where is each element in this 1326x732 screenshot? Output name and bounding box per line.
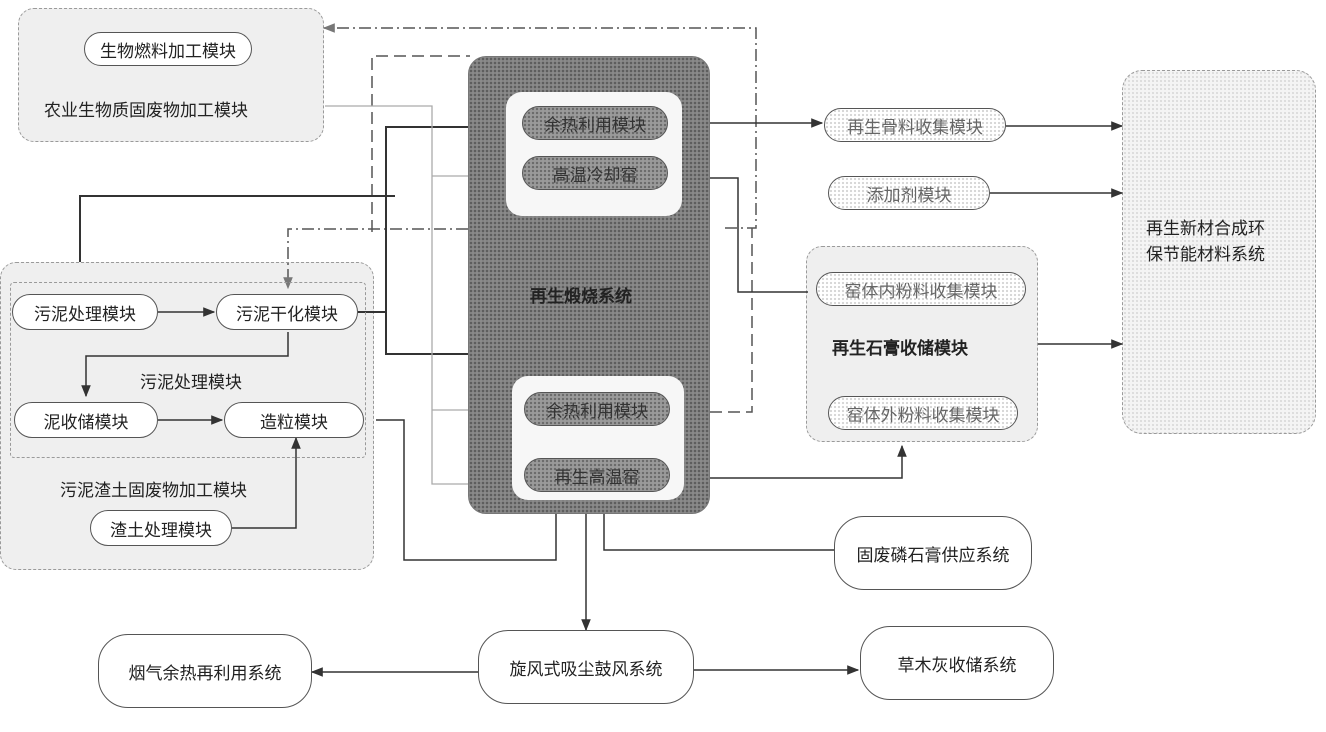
agri-group-label: 农业生物质固废物加工模块 xyxy=(44,101,248,121)
dashed-loop-bottom xyxy=(710,228,753,413)
sludge-inner-label: 污泥处理模块 xyxy=(140,373,242,393)
sludge-dry-module: 污泥干化模块 xyxy=(216,294,358,330)
phosphogypsum-supply-system: 固废磷石膏供应系统 xyxy=(834,516,1032,590)
cyclone-blower-system: 旋风式吸尘鼓风系统 xyxy=(478,630,694,704)
inner-powder-module: 窑体内粉料收集模块 xyxy=(816,272,1026,306)
ash-storage-system: 草木灰收储系统 xyxy=(860,626,1054,700)
agri-biomass-group xyxy=(18,8,324,142)
fuel-line-main xyxy=(385,126,468,355)
gypsum-group-label: 再生石膏收储模块 xyxy=(832,339,968,359)
sludge-outer-label: 污泥渣土固废物加工模块 xyxy=(60,481,247,501)
biofuel-module: 生物燃料加工模块 xyxy=(84,32,252,66)
fuel-line-left xyxy=(79,195,395,262)
flow-phosphogypsum xyxy=(603,514,834,551)
flow-cooling-powder xyxy=(710,177,808,293)
sludge-storage-module: 泥收储模块 xyxy=(14,402,158,438)
granulate-module: 造粒模块 xyxy=(224,402,364,438)
soil-treat-module: 渣土处理模块 xyxy=(90,510,232,546)
bottom-heat-module: 余热利用模块 xyxy=(524,392,670,426)
cooling-kiln-module: 高温冷却窑 xyxy=(522,156,668,190)
top-heat-module: 余热利用模块 xyxy=(522,106,668,140)
target-label-line2: 保节能材料系统 xyxy=(1146,245,1265,265)
new-material-system xyxy=(1122,70,1316,434)
outer-powder-module: 窑体外粉料收集模块 xyxy=(828,396,1018,430)
additive-module: 添加剂模块 xyxy=(828,176,990,210)
sludge-treat-module: 污泥处理模块 xyxy=(12,294,158,330)
flue-heat-reuse-system: 烟气余热再利用系统 xyxy=(98,634,312,708)
flow-kiln-outer-powder xyxy=(710,444,907,479)
aggregate-collect-module: 再生骨料收集模块 xyxy=(824,108,1006,142)
dashed-loop xyxy=(371,55,470,232)
kiln-label: 再生煅烧系统 xyxy=(530,287,632,307)
target-label-line1: 再生新材合成环 xyxy=(1146,219,1265,239)
high-temp-kiln-module: 再生高温窑 xyxy=(524,458,670,492)
